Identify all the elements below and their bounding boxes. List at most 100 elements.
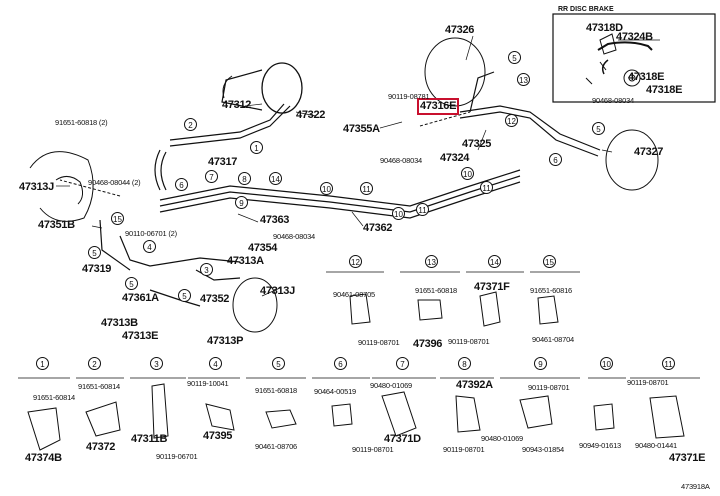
callout-9[interactable]: 9 xyxy=(235,196,248,209)
part-label[interactable]: 47362 xyxy=(363,222,393,234)
callout-10[interactable]: 10 xyxy=(320,182,333,195)
part-label[interactable]: 90468-08034 xyxy=(592,96,635,105)
callout-14[interactable]: 14 xyxy=(488,255,501,268)
callout-7[interactable]: 7 xyxy=(396,357,409,370)
part-label[interactable]: 90119-08781 xyxy=(388,92,430,101)
part-label[interactable]: 47313A xyxy=(227,255,264,267)
part-label[interactable]: 47326 xyxy=(445,24,475,36)
callout-8[interactable]: 8 xyxy=(458,357,471,370)
part-label[interactable]: 47313E xyxy=(122,330,159,342)
callout-14[interactable]: 14 xyxy=(269,172,282,185)
callout-4[interactable]: 4 xyxy=(209,357,222,370)
callout-11[interactable]: 11 xyxy=(416,203,429,216)
part-label[interactable]: 91651-60818 xyxy=(255,386,298,395)
part-label[interactable]: 90480-01441 xyxy=(635,441,678,450)
callout-2[interactable]: 2 xyxy=(184,118,197,131)
callout-11[interactable]: 11 xyxy=(662,357,675,370)
part-label[interactable]: 47374B xyxy=(25,452,62,464)
callout-9[interactable]: 9 xyxy=(534,357,547,370)
part-label[interactable]: 47327 xyxy=(634,146,664,158)
callout-3[interactable]: 3 xyxy=(150,357,163,370)
part-label[interactable]: 47319 xyxy=(82,263,112,275)
callout-6[interactable]: 6 xyxy=(334,357,347,370)
part-label[interactable]: 47371D xyxy=(384,433,421,445)
part-label[interactable]: 47351B xyxy=(38,219,75,231)
part-label[interactable]: 47312 xyxy=(222,99,252,111)
callout-11[interactable]: 11 xyxy=(360,182,373,195)
callout-13[interactable]: 13 xyxy=(517,73,530,86)
callout-12[interactable]: 12 xyxy=(349,255,362,268)
part-label[interactable]: 47313B xyxy=(101,317,138,329)
part-label[interactable]: 90119-08701 xyxy=(443,445,485,454)
part-label[interactable]: 47317 xyxy=(208,156,238,168)
part-label[interactable]: 90461-08705 xyxy=(333,290,376,299)
part-label[interactable]: 90468-08044 (2) xyxy=(88,178,141,187)
part-label[interactable]: 90480-01069 xyxy=(370,381,413,390)
part-label-highlighted[interactable]: 47316E xyxy=(420,100,457,112)
part-label[interactable]: 47324B xyxy=(616,31,653,43)
part-label[interactable]: 47318E xyxy=(646,84,683,96)
callout-15[interactable]: 15 xyxy=(111,212,124,225)
part-label[interactable]: 47396 xyxy=(413,338,443,350)
part-label[interactable]: 47325 xyxy=(462,138,492,150)
callout-7[interactable]: 7 xyxy=(205,170,218,183)
part-label[interactable]: 47363 xyxy=(260,214,290,226)
callout-13[interactable]: 13 xyxy=(425,255,438,268)
callout-3[interactable]: 3 xyxy=(200,263,213,276)
part-label[interactable]: 47395 xyxy=(203,430,233,442)
callout-5[interactable]: 5 xyxy=(125,277,138,290)
callout-5[interactable]: 5 xyxy=(178,289,191,302)
callout-2[interactable]: 2 xyxy=(88,357,101,370)
callout-5[interactable]: 5 xyxy=(272,357,285,370)
part-label[interactable]: 47324 xyxy=(440,152,470,164)
callout-6[interactable]: 6 xyxy=(175,178,188,191)
part-label[interactable]: 47355A xyxy=(343,123,380,135)
part-label[interactable]: 91651-60814 xyxy=(33,393,76,402)
part-label[interactable]: 47313J xyxy=(19,181,54,193)
part-label[interactable]: 90119-08701 xyxy=(528,383,570,392)
part-label[interactable]: 90949-01613 xyxy=(579,441,622,450)
part-label[interactable]: 47318E xyxy=(628,71,665,83)
callout-1[interactable]: 1 xyxy=(250,141,263,154)
part-label[interactable]: 90119-08701 xyxy=(448,337,490,346)
part-label[interactable]: 90119-06701 xyxy=(156,452,198,461)
part-label[interactable]: 47371E xyxy=(669,452,706,464)
part-label[interactable]: 90119-08701 xyxy=(352,445,394,454)
part-label[interactable]: 47371F xyxy=(474,281,510,293)
callout-12[interactable]: 12 xyxy=(505,114,518,127)
part-label[interactable]: 90468-08034 xyxy=(380,156,423,165)
callout-11[interactable]: 11 xyxy=(480,181,493,194)
part-label[interactable]: 90480-01069 xyxy=(481,434,524,443)
callout-5[interactable]: 5 xyxy=(88,246,101,259)
callout-6[interactable]: 6 xyxy=(549,153,562,166)
callout-8[interactable]: 8 xyxy=(238,172,251,185)
part-label[interactable]: 47354 xyxy=(248,242,278,254)
part-label[interactable]: 90119-08701 xyxy=(627,378,669,387)
part-label[interactable]: 90464-00519 xyxy=(314,387,357,396)
callout-10[interactable]: 10 xyxy=(461,167,474,180)
part-label[interactable]: 91651-60818 xyxy=(415,286,458,295)
callout-5[interactable]: 5 xyxy=(592,122,605,135)
part-label[interactable]: 47318D xyxy=(586,22,623,34)
part-label[interactable]: 90110-06701 (2) xyxy=(125,229,177,238)
part-label[interactable]: 90461-08706 xyxy=(255,442,298,451)
part-label[interactable]: 90119-08701 xyxy=(358,338,400,347)
part-label[interactable]: 47313J xyxy=(260,285,295,297)
part-label[interactable]: 47352 xyxy=(200,293,230,305)
callout-5[interactable]: 5 xyxy=(508,51,521,64)
part-label[interactable]: 47361A xyxy=(122,292,159,304)
part-label[interactable]: 91651-60814 xyxy=(78,382,121,391)
part-label[interactable]: 47311B xyxy=(131,433,168,445)
part-label[interactable]: 47322 xyxy=(296,109,326,121)
callout-10[interactable]: 10 xyxy=(392,207,405,220)
callout-15[interactable]: 15 xyxy=(543,255,556,268)
callout-4[interactable]: 4 xyxy=(143,240,156,253)
part-label[interactable]: 90461-08704 xyxy=(532,335,575,344)
part-label[interactable]: 91651-60816 xyxy=(530,286,573,295)
callout-10[interactable]: 10 xyxy=(600,357,613,370)
part-label[interactable]: 91651-60818 (2) xyxy=(55,118,108,127)
part-label[interactable]: 90468-08034 xyxy=(273,232,316,241)
part-label[interactable]: 47313P xyxy=(207,335,244,347)
part-label[interactable]: 90119-10041 xyxy=(187,379,229,388)
part-label[interactable]: 47372 xyxy=(86,441,116,453)
